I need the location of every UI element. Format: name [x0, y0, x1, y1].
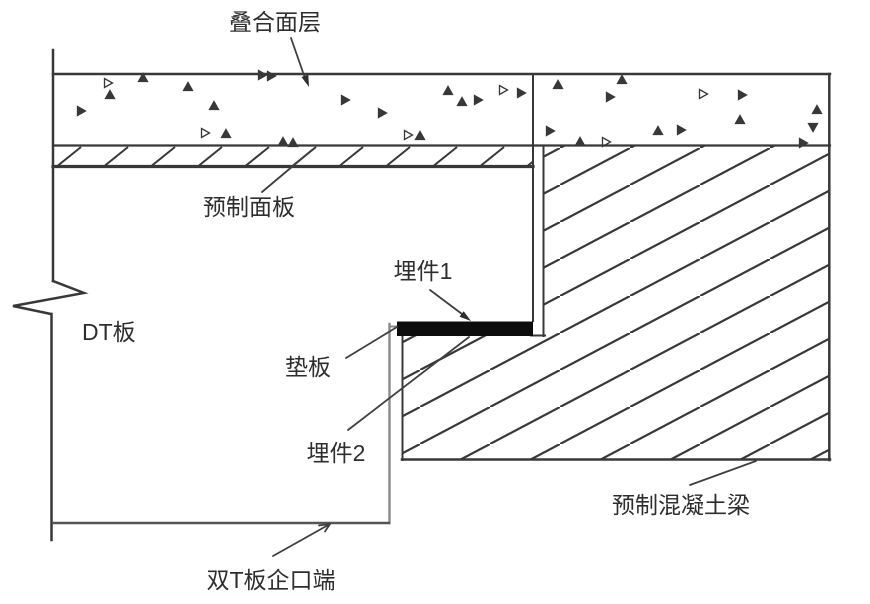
- aggregate-triangle: [737, 89, 748, 101]
- embedded-plates-bar: [397, 321, 533, 336]
- aggregate-triangle: [516, 87, 527, 99]
- panel-hatch-line: [339, 146, 364, 166]
- aggregate-triangle: [137, 72, 149, 83]
- aggregate-triangle: [698, 88, 709, 100]
- label-topping: 叠合面层: [229, 9, 321, 35]
- aggregate-triangle: [456, 96, 468, 107]
- aggregate-triangle: [403, 129, 414, 141]
- precast-beam-section: [402, 145, 830, 460]
- aggregate-triangle: [220, 128, 232, 139]
- rabbet-leader-line: [272, 523, 331, 557]
- aggregate-triangle: [605, 91, 616, 103]
- aggregate-triangle: [807, 122, 819, 133]
- panel-hatch-line: [527, 160, 533, 166]
- label-embed1: 埋件1: [394, 258, 453, 284]
- aggregate-triangle: [103, 77, 114, 89]
- panel-hatch-line: [245, 146, 270, 166]
- embed1-leader-arrowhead: [459, 311, 471, 321]
- aggregate-triangle: [498, 84, 509, 96]
- aggregate-triangle: [601, 136, 612, 148]
- aggregate-triangle: [552, 79, 564, 90]
- label-pad-plate: 垫板: [285, 354, 331, 380]
- embed2-leader-line: [347, 336, 470, 431]
- aggregate-triangle: [574, 136, 586, 147]
- panel-hatch-line: [433, 146, 458, 166]
- aggregate-triangle: [104, 89, 116, 100]
- aggregate-triangle: [442, 85, 454, 96]
- panel-hatch-line: [386, 146, 411, 166]
- aggregate-triangle: [652, 125, 664, 136]
- aggregate-triangle: [200, 127, 211, 139]
- slab-break-symbol: [12, 279, 89, 316]
- aggregate-triangle: [734, 114, 746, 125]
- aggregate-triangle: [473, 94, 484, 106]
- aggregate-triangle: [811, 104, 823, 115]
- topping-leader-line: [290, 37, 307, 82]
- label-embed2: 埋件2: [307, 440, 366, 466]
- label-dt-slab: DT板: [82, 319, 136, 345]
- aggregate-triangle: [545, 125, 556, 137]
- label-precast-panel: 预制面板: [203, 194, 295, 220]
- rabbet-leader-arrowhead: [318, 523, 331, 533]
- aggregate-triangle: [340, 94, 351, 106]
- aggregate-triangle: [76, 105, 87, 117]
- panel-hatch-line: [104, 146, 129, 166]
- label-precast-beam: 预制混凝土梁: [612, 492, 750, 518]
- aggregate-triangle: [182, 81, 194, 92]
- topping-aggregate-texture: [76, 69, 823, 149]
- aggregate-triangle: [377, 107, 388, 119]
- panel-hatch-line: [151, 146, 176, 166]
- panel-leader-line: [261, 149, 313, 193]
- aggregate-triangle: [616, 74, 628, 85]
- aggregate-triangle: [277, 136, 289, 147]
- pad-plate-leader-line: [345, 326, 398, 359]
- beam-leader-line: [689, 460, 757, 486]
- aggregate-triangle: [676, 124, 687, 136]
- panel-hatch-line: [480, 146, 505, 166]
- panel-hatch-line: [57, 146, 82, 166]
- topping-leader-arrowhead: [301, 74, 309, 87]
- panel-hatch-line: [198, 146, 223, 166]
- label-rabbet-end: 双T板企口端: [206, 567, 335, 593]
- embed1-leader-line: [429, 289, 467, 318]
- aggregate-triangle: [414, 130, 426, 141]
- aggregate-triangle: [208, 100, 220, 111]
